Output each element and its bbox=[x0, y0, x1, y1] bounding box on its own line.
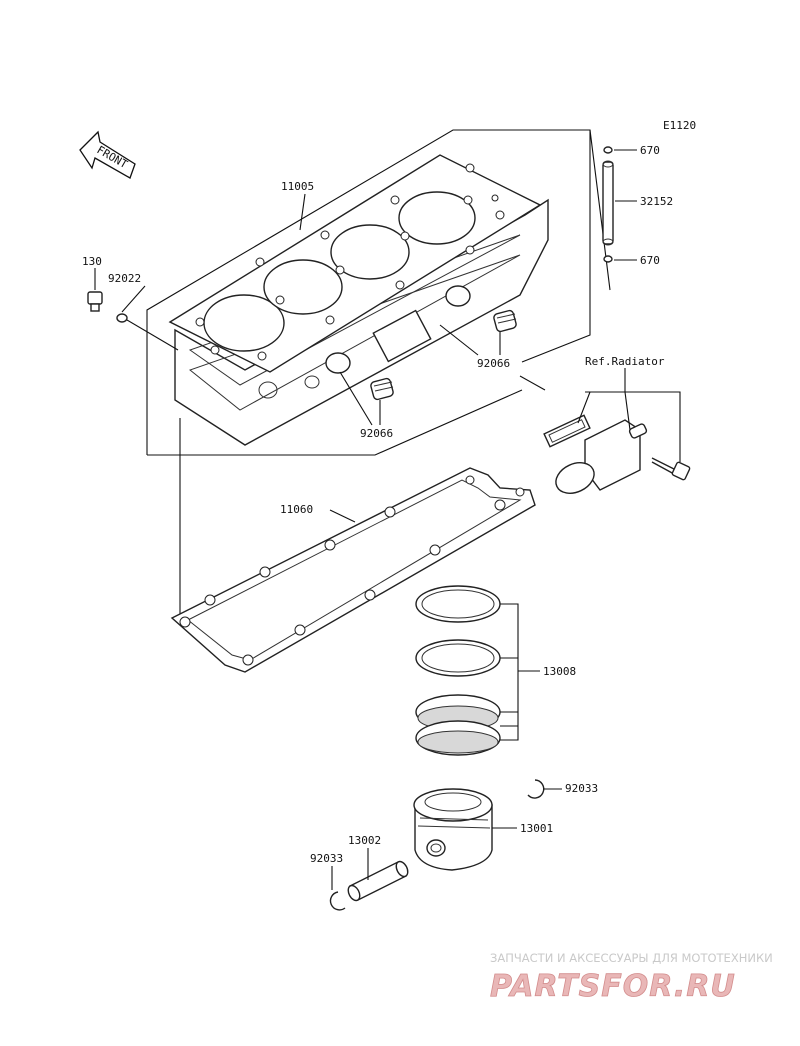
label-13008: 13008 bbox=[543, 665, 576, 678]
drain-bolt bbox=[87, 291, 128, 323]
piston-pin bbox=[347, 860, 409, 902]
radiator-fitting bbox=[543, 414, 691, 494]
circlip-left bbox=[329, 891, 346, 911]
water-pipe bbox=[602, 146, 614, 263]
label-92033-left: 92033 bbox=[310, 852, 343, 865]
label-670-top: 670 bbox=[640, 144, 660, 157]
base-gasket bbox=[170, 467, 536, 673]
label-130: 130 bbox=[82, 255, 102, 268]
plug-upper bbox=[493, 309, 517, 333]
label-92033-right: 92033 bbox=[565, 782, 598, 795]
diagram-code: E1120 bbox=[663, 119, 696, 132]
label-11060: 11060 bbox=[280, 503, 313, 516]
label-92022: 92022 bbox=[108, 272, 141, 285]
circlip-right bbox=[527, 779, 545, 799]
piston-rings bbox=[415, 585, 501, 756]
fitting-bolt bbox=[651, 457, 691, 481]
label-92066-a: 92066 bbox=[477, 357, 510, 370]
label-92066-b: 92066 bbox=[360, 427, 393, 440]
watermark-tagline: ЗАПЧАСТИ И АКСЕССУАРЫ ДЛЯ МОТОТЕХНИКИ bbox=[490, 951, 773, 965]
label-670-bottom: 670 bbox=[640, 254, 660, 267]
cylinder-block bbox=[168, 154, 549, 446]
piston bbox=[413, 788, 493, 871]
ref-radiator-label: Ref.Radiator bbox=[585, 355, 665, 368]
watermark-logo: PARTSFOR.RU bbox=[490, 969, 736, 1004]
watermark: ЗАПЧАСТИ И АКСЕССУАРЫ ДЛЯ МОТОТЕХНИКИ PA… bbox=[490, 951, 773, 1004]
label-13002: 13002 bbox=[348, 834, 381, 847]
label-32152: 32152 bbox=[640, 195, 673, 208]
label-11005: 11005 bbox=[281, 180, 314, 193]
label-13001: 13001 bbox=[520, 822, 553, 835]
plug-lower bbox=[370, 377, 394, 401]
frame-lines bbox=[146, 129, 611, 620]
front-arrow-icon: FRONT bbox=[79, 130, 136, 179]
